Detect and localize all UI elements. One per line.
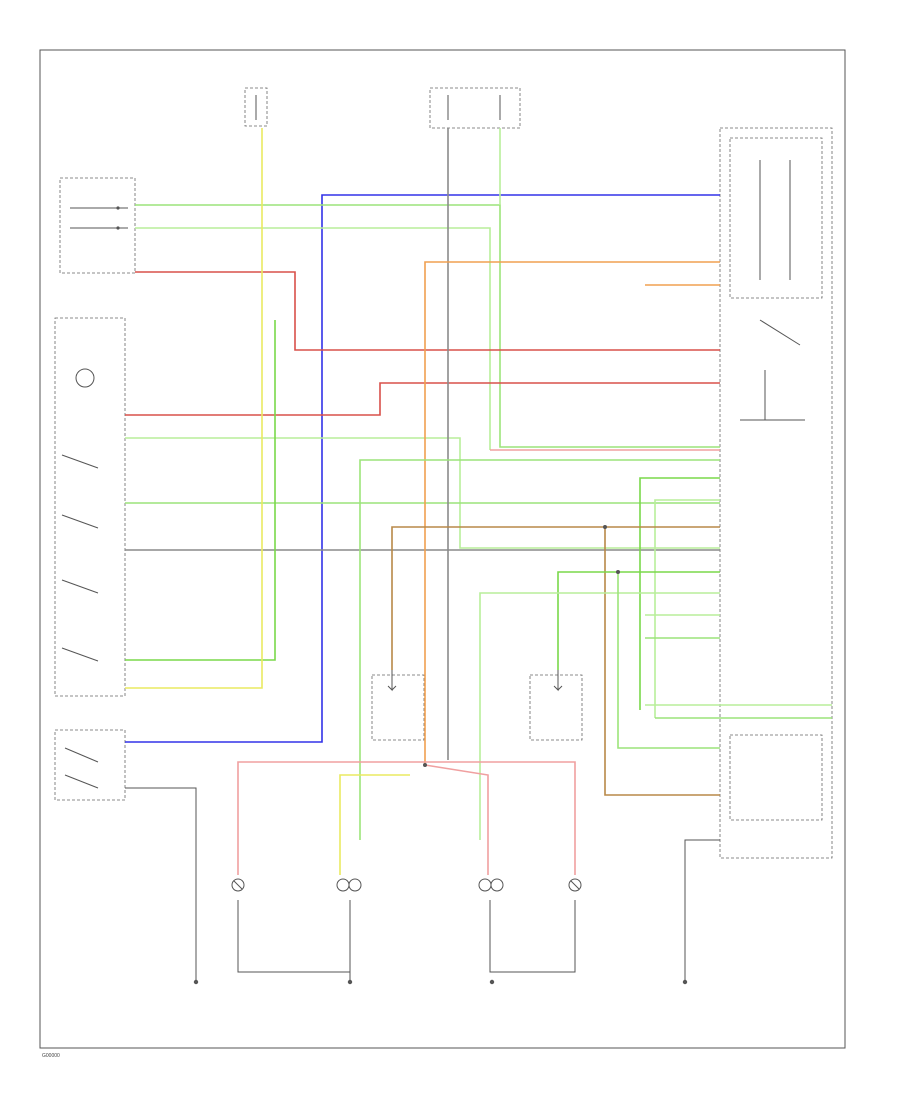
left-front-turn-lamp	[231, 878, 245, 892]
wire-green-5	[125, 320, 276, 661]
hazard-combination-switch	[54, 317, 126, 697]
wire-green-1	[135, 204, 720, 448]
wire-green-7	[359, 459, 720, 840]
wire-brown-2	[604, 527, 720, 796]
wire-green-11	[479, 592, 720, 840]
wire-pink-2	[424, 764, 489, 875]
wire-yellow-2	[339, 774, 410, 875]
turn-signal-switch	[59, 177, 136, 274]
diagram-frame	[39, 49, 846, 1049]
right-side-turn-lamp	[478, 878, 504, 892]
fuse-box-right	[429, 87, 521, 129]
relay-control-unit	[719, 127, 833, 859]
wire-black-1	[125, 787, 197, 980]
ground-symbol-4	[682, 979, 688, 985]
splice-dot	[603, 525, 607, 529]
wire-brown	[391, 526, 720, 670]
right-front-turn-lamp	[568, 878, 582, 892]
wire-green-9	[654, 499, 720, 718]
splice-dot	[616, 570, 620, 574]
connector-center-right	[529, 670, 583, 741]
wire-green-3	[125, 437, 720, 549]
wire-pink-lamps	[237, 761, 576, 875]
wire-green-12	[617, 572, 720, 749]
wire-yellow	[125, 128, 263, 689]
wire-red-1	[135, 271, 720, 351]
fuse-box-left	[244, 87, 268, 127]
footer-code: G00000	[42, 1053, 60, 1059]
wire-orange	[424, 261, 720, 765]
connector-center-left	[371, 670, 425, 741]
wire-black-5	[684, 839, 720, 980]
brake-light-switch	[54, 729, 126, 801]
wire-green-2	[135, 227, 491, 450]
wire-red-2	[125, 382, 720, 416]
ground-symbol-2	[347, 979, 353, 985]
wire-green-10	[557, 571, 720, 670]
ground-symbol-3	[489, 979, 495, 985]
wire-black-2	[237, 900, 351, 973]
wire-black-4	[489, 900, 576, 973]
splice-dot	[423, 763, 427, 767]
wire-blue	[125, 194, 720, 743]
ground-symbol-1	[193, 979, 199, 985]
left-side-turn-lamp	[336, 878, 362, 892]
wire-green-8	[639, 477, 720, 710]
